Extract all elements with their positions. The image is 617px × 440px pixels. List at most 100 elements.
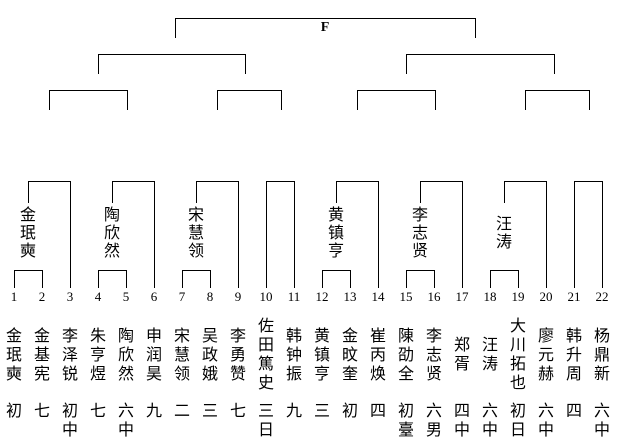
round1-winner-name: 黄镇亨 (322, 204, 350, 262)
name-character: 初 (341, 401, 358, 420)
player-name: 宋慧领 (168, 316, 196, 392)
player-rank: 初日 (504, 401, 532, 439)
player-number: 5 (122, 289, 130, 304)
player-rank: 初 (0, 401, 28, 420)
bracket-line (294, 181, 295, 288)
name-character: 奭 (5, 363, 22, 383)
bracket-line (357, 90, 358, 110)
player-number: 10 (259, 289, 273, 304)
name-character: 慧 (187, 223, 204, 242)
name-character: 昊 (145, 363, 162, 383)
name-character: 三 (313, 401, 330, 420)
name-character: 欣 (103, 223, 120, 242)
name-character: 六 (481, 401, 498, 420)
player-number: 9 (234, 289, 242, 304)
name-character: 志 (411, 223, 428, 242)
name-character: 史 (257, 373, 274, 392)
name-character: 初 (509, 401, 526, 420)
name-character: 焕 (369, 363, 386, 383)
name-character: 涛 (495, 232, 512, 251)
name-character: 杨 (593, 325, 610, 345)
player-rank: 三 (308, 401, 336, 420)
player-number: 18 (483, 289, 497, 304)
name-character: 也 (509, 373, 526, 392)
name-character: 贤 (425, 363, 442, 383)
name-character: 黄 (327, 205, 344, 224)
bracket-line (574, 181, 603, 182)
player-name: 李勇赞 (224, 316, 252, 392)
name-character: 中 (61, 420, 78, 439)
name-character: 初 (397, 401, 414, 420)
player-name: 韩升周 (560, 316, 588, 392)
bracket-line (378, 181, 379, 288)
name-character: 朱 (89, 325, 106, 345)
player-rank: 四 (364, 401, 392, 420)
bracket-line (126, 270, 127, 288)
bracket-line (98, 270, 127, 271)
name-character: 娥 (201, 363, 218, 383)
name-character: 宋 (187, 205, 204, 224)
player-name: 金珉奭 (0, 316, 28, 392)
name-character: 奭 (19, 241, 36, 260)
player-number: 19 (511, 289, 525, 304)
name-character: 李 (425, 325, 442, 345)
name-character: 金 (19, 205, 36, 224)
bracket-line (14, 270, 43, 271)
name-character: 亨 (89, 344, 106, 364)
name-character: 金 (33, 325, 50, 345)
name-character: 四 (453, 401, 470, 420)
name-character: 六 (425, 401, 442, 420)
name-character: 亨 (327, 241, 344, 260)
player-rank: 六中 (476, 401, 504, 439)
name-character: 镇 (313, 344, 330, 364)
bracket-line (182, 270, 183, 288)
bracket-line (435, 90, 436, 110)
name-character: 全 (397, 363, 414, 383)
player-name: 崔丙焕 (364, 316, 392, 392)
name-character: 汪 (495, 214, 512, 233)
bracket-line (434, 270, 435, 288)
name-character: 周 (565, 363, 582, 383)
player-rank: 七 (84, 401, 112, 420)
player-rank: 六中 (588, 401, 616, 439)
player-name: 金基宪 (28, 316, 56, 392)
bracket-line (589, 90, 590, 110)
name-character: 川 (509, 335, 526, 354)
bracket-line (525, 90, 526, 110)
bracket-line (42, 270, 43, 288)
name-character: 崔 (369, 325, 386, 345)
round1-winner-name: 宋慧领 (182, 204, 210, 262)
name-character: 七 (89, 401, 106, 420)
name-character: 涛 (481, 354, 498, 373)
player-rank: 七 (28, 401, 56, 420)
name-character: 煜 (89, 363, 106, 383)
bracket-line (98, 270, 99, 288)
name-character: 锐 (61, 363, 78, 383)
bracket-line (504, 181, 547, 182)
bracket-line (420, 181, 421, 203)
name-character: 振 (285, 363, 302, 383)
player-rank: 六中 (112, 401, 140, 439)
player-rank: 六中 (532, 401, 560, 439)
name-character: 然 (117, 363, 134, 383)
bracket-line (406, 270, 407, 288)
bracket-line (154, 181, 155, 288)
name-character: 金 (341, 325, 358, 345)
player-number: 16 (427, 289, 441, 304)
name-character: 亨 (313, 363, 330, 383)
name-character: 中 (537, 420, 554, 439)
name-character: 鼎 (593, 344, 610, 364)
name-character: 李 (229, 325, 246, 345)
player-number: 4 (94, 289, 102, 304)
name-character: 臺 (397, 420, 414, 439)
player-number: 2 (38, 289, 46, 304)
name-character: 李 (61, 325, 78, 345)
player-name: 大川拓也 (504, 316, 532, 392)
round1-winner-name: 金珉奭 (14, 204, 42, 262)
name-character: 韩 (285, 325, 302, 345)
bracket-line (406, 54, 407, 74)
name-character: 珉 (19, 223, 36, 242)
name-character: 然 (103, 241, 120, 260)
bracket-line (266, 181, 267, 288)
